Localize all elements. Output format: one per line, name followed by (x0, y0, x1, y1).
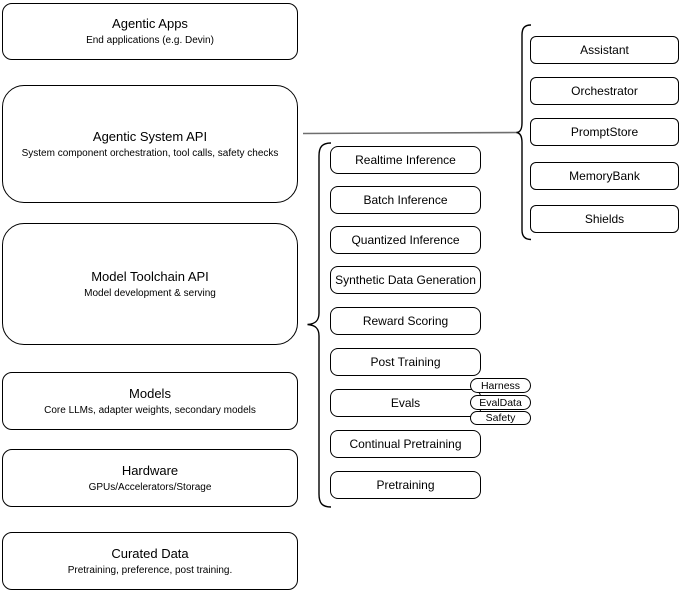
node-label: Pretraining (376, 478, 435, 492)
node-label: Realtime Inference (355, 153, 456, 167)
pill-label: Harness (480, 379, 521, 392)
node-subtitle: Core LLMs, adapter weights, secondary mo… (44, 404, 256, 416)
node-model-toolchain-api: Model Toolchain API Model development & … (2, 223, 298, 345)
node-label: PromptStore (570, 125, 639, 139)
node-label: Quantized Inference (351, 233, 460, 247)
pill-label: EvalData (479, 396, 522, 409)
node-title: Agentic System API (92, 128, 208, 144)
node-agentic-system-api: Agentic System API System component orch… (2, 85, 298, 203)
node-synthetic-data-generation: Synthetic Data Generation (330, 266, 481, 294)
connector-system-api-to-components (302, 131, 518, 135)
node-label: MemoryBank (569, 169, 640, 183)
node-batch-inference: Batch Inference (330, 186, 481, 214)
node-subtitle: End applications (e.g. Devin) (86, 35, 214, 46)
node-label: Continual Pretraining (349, 437, 462, 451)
node-evals: Evals (330, 389, 481, 417)
node-title: Models (129, 385, 171, 401)
node-agentic-apps: Agentic Apps End applications (e.g. Devi… (2, 3, 298, 60)
node-reward-scoring: Reward Scoring (330, 307, 481, 335)
brace-toolchain-group (307, 142, 332, 508)
node-quantized-inference: Quantized Inference (330, 226, 481, 254)
node-title: Model Toolchain API (91, 268, 209, 284)
pill-label: Safety (485, 412, 516, 424)
node-label: Batch Inference (363, 193, 448, 207)
node-continual-pretraining: Continual Pretraining (330, 430, 481, 458)
node-subtitle: Model development & serving (84, 287, 216, 299)
node-hardware: Hardware GPUs/Accelerators/Storage (2, 449, 298, 507)
pill-evals-safety: Safety (470, 411, 531, 425)
pill-evals-harness: Harness (470, 378, 531, 393)
node-curated-data: Curated Data Pretraining, preference, po… (2, 532, 298, 590)
node-memorybank: MemoryBank (530, 162, 679, 190)
node-shields: Shields (530, 205, 679, 233)
node-post-training: Post Training (330, 348, 481, 376)
node-title: Curated Data (111, 545, 189, 561)
node-subtitle: System component orchestration, tool cal… (21, 147, 279, 159)
node-label: Post Training (370, 355, 441, 369)
node-assistant: Assistant (530, 36, 679, 64)
brace-components-group (516, 24, 532, 241)
node-label: Shields (584, 212, 625, 226)
node-label: Assistant (580, 43, 629, 57)
node-pretraining: Pretraining (330, 471, 481, 499)
node-promptstore: PromptStore (530, 118, 679, 146)
node-title: Hardware (121, 462, 179, 478)
node-title: Agentic Apps (112, 16, 188, 31)
node-orchestrator: Orchestrator (530, 77, 679, 105)
node-label: Synthetic Data Generation (335, 273, 476, 287)
node-label: Evals (390, 396, 421, 410)
node-label: Orchestrator (571, 84, 638, 98)
node-label: Reward Scoring (362, 314, 449, 328)
node-subtitle: Pretraining, preference, post training. (67, 564, 233, 576)
pill-evals-evaldata: EvalData (470, 395, 531, 410)
node-models: Models Core LLMs, adapter weights, secon… (2, 372, 298, 430)
node-subtitle: GPUs/Accelerators/Storage (88, 481, 212, 493)
node-realtime-inference: Realtime Inference (330, 146, 481, 174)
